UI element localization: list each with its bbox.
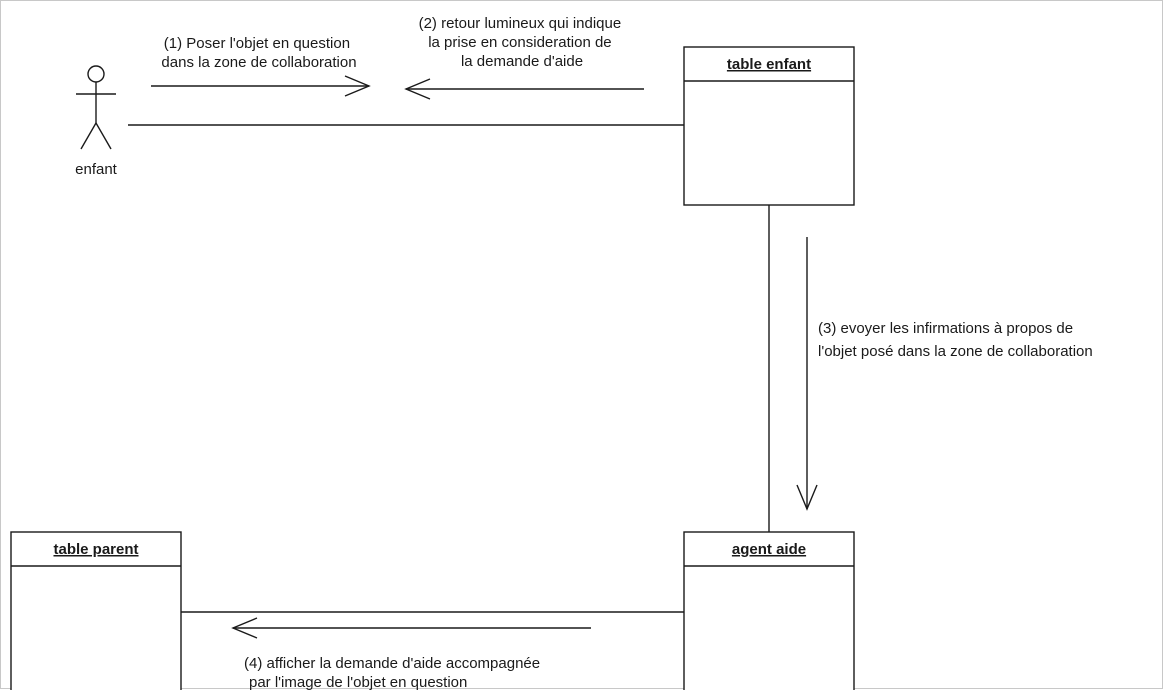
object-title: table enfant xyxy=(727,56,811,73)
object-title: table parent xyxy=(53,541,138,558)
message-3-label: (3) evoyer les infirmations à propos de … xyxy=(818,320,1093,360)
message-3-arrow xyxy=(796,237,818,511)
object-title: agent aide xyxy=(732,541,806,558)
stick-figure-icon xyxy=(76,65,116,150)
message-1-label: (1) Poser l'objet en question dans la zo… xyxy=(161,35,356,71)
message-2-label: (2) retour lumineux qui indique la prise… xyxy=(419,15,626,70)
object-agent-aide: agent aide xyxy=(683,531,855,690)
message-4-label: (4) afficher la demande d'aide accompagn… xyxy=(244,655,544,690)
actor-label: enfant xyxy=(75,161,118,178)
message-1-arrow xyxy=(151,75,371,97)
actor-enfant: enfant xyxy=(75,65,118,178)
object-table-enfant: table enfant xyxy=(683,46,855,206)
message-4-arrow xyxy=(231,617,591,639)
message-2-arrow xyxy=(404,78,644,100)
object-table-parent: table parent xyxy=(10,531,182,690)
